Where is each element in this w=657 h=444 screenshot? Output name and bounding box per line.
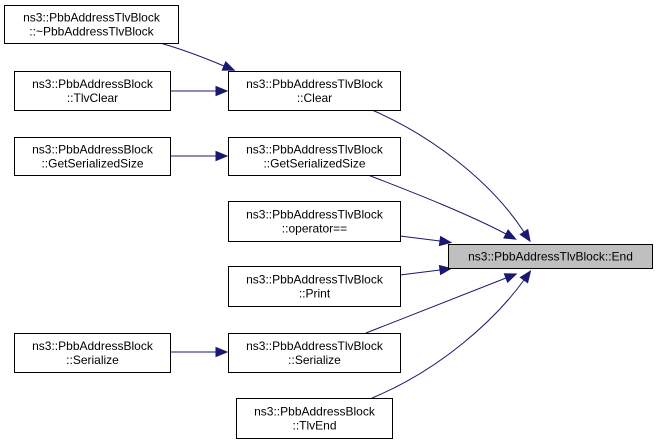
node-label-line: ns3::PbbAddressTlvBlock (246, 273, 384, 287)
node-box[interactable] (228, 266, 401, 307)
edge-arrowhead-icon (503, 229, 517, 240)
edge-arrowhead-icon (221, 60, 236, 71)
node-label-line: ns3::PbbAddressTlvBlock::End (468, 250, 633, 264)
edge-block_tlvclear-to-tlvblock_clear (170, 85, 229, 97)
edge-arrowhead-icon (215, 85, 229, 97)
node-tlvblock_print[interactable]: ns3::PbbAddressTlvBlock::Print (228, 266, 401, 307)
edge-tlvblock_opeq-to-tlvblock_end (399, 235, 453, 247)
edge-arrowhead-icon (519, 270, 532, 284)
node-label-line: ns3::PbbAddressTlvBlock (246, 77, 384, 91)
node-label-line: ::operator== (282, 222, 347, 236)
node-tlvblock_getsersize[interactable]: ns3::PbbAddressTlvBlock::GetSerializedSi… (228, 137, 401, 176)
node-label-line: ns3::PbbAddressBlock (32, 143, 154, 157)
edge-arrowhead-icon (503, 273, 518, 284)
node-label-line: ns3::PbbAddressBlock (254, 405, 376, 419)
nodes-layer: ns3::PbbAddressTlvBlock::~PbbAddressTlvB… (4, 5, 653, 439)
edge-line (399, 235, 441, 242)
node-tlvblock_opeq[interactable]: ns3::PbbAddressTlvBlock::operator== (228, 201, 401, 242)
edge-block_serialize-to-tlvblock_serialize (170, 346, 229, 358)
node-label-line: ::~PbbAddressTlvBlock (29, 25, 154, 39)
node-box[interactable] (14, 333, 171, 373)
node-label-line: ::GetSerializedSize (41, 157, 143, 171)
node-box[interactable] (4, 5, 179, 44)
node-label-line: ::Clear (297, 91, 332, 105)
edge-block_tlvend-to-tlvblock_end (371, 270, 532, 399)
node-label-line: ::Serialize (288, 353, 341, 367)
node-block_serialize[interactable]: ns3::PbbAddressBlock::Serialize (14, 333, 171, 373)
node-box[interactable] (228, 201, 401, 242)
node-label-line: ns3::PbbAddressTlvBlock (246, 143, 384, 157)
node-block_tlvclear[interactable]: ns3::PbbAddressBlock::TlvClear (14, 71, 171, 111)
node-label-line: ns3::PbbAddressBlock (32, 339, 154, 353)
node-label-line: ns3::PbbAddressBlock (32, 77, 154, 91)
node-label-line: ns3::PbbAddressTlvBlock (23, 11, 161, 25)
edge-tlvblock_serialize-to-tlvblock_end (365, 273, 518, 334)
edge-line (399, 269, 441, 276)
node-box (448, 244, 653, 269)
node-label-line: ns3::PbbAddressTlvBlock (246, 208, 384, 222)
edge-tlvblock_dtor-to-tlvblock_clear (159, 42, 236, 71)
node-tlvblock_serialize[interactable]: ns3::PbbAddressTlvBlock::Serialize (228, 333, 401, 373)
node-box[interactable] (228, 71, 401, 111)
edge-line (367, 174, 507, 235)
node-box[interactable] (236, 398, 393, 439)
node-label-line: ::TlvEnd (292, 419, 336, 433)
edge-arrowhead-icon (215, 346, 229, 358)
edge-line (371, 109, 525, 233)
node-label-line: ::Serialize (66, 353, 119, 367)
node-block_tlvend[interactable]: ns3::PbbAddressBlock::TlvEnd (236, 398, 393, 439)
node-label-line: ns3::PbbAddressTlvBlock (246, 339, 384, 353)
node-box[interactable] (14, 71, 171, 111)
node-box[interactable] (14, 137, 171, 176)
node-tlvblock_dtor[interactable]: ns3::PbbAddressTlvBlock::~PbbAddressTlvB… (4, 5, 179, 44)
node-box[interactable] (228, 333, 401, 373)
node-box[interactable] (228, 137, 401, 176)
edge-arrowhead-icon (438, 264, 453, 276)
node-label-line: ::GetSerializedSize (263, 157, 365, 171)
node-block_getsersize[interactable]: ns3::PbbAddressBlock::GetSerializedSize (14, 137, 171, 176)
edges-layer (159, 42, 532, 399)
edge-tlvblock_clear-to-tlvblock_end (371, 109, 531, 243)
edge-line (365, 277, 507, 334)
edge-tlvblock_print-to-tlvblock_end (399, 264, 453, 276)
node-label-line: ::TlvClear (67, 91, 118, 105)
node-tlvblock_end: ns3::PbbAddressTlvBlock::End (448, 244, 653, 269)
edge-arrowhead-icon (519, 228, 531, 243)
node-tlvblock_clear[interactable]: ns3::PbbAddressTlvBlock::Clear (228, 71, 401, 111)
edge-tlvblock_getsersize-to-tlvblock_end (367, 174, 517, 240)
edge-block_getsersize-to-tlvblock_getsersize (170, 150, 229, 162)
edge-line (159, 42, 225, 67)
edge-line (371, 279, 525, 399)
node-label-line: ::Print (299, 287, 331, 301)
edge-arrowhead-icon (438, 235, 453, 247)
edge-arrowhead-icon (215, 150, 229, 162)
